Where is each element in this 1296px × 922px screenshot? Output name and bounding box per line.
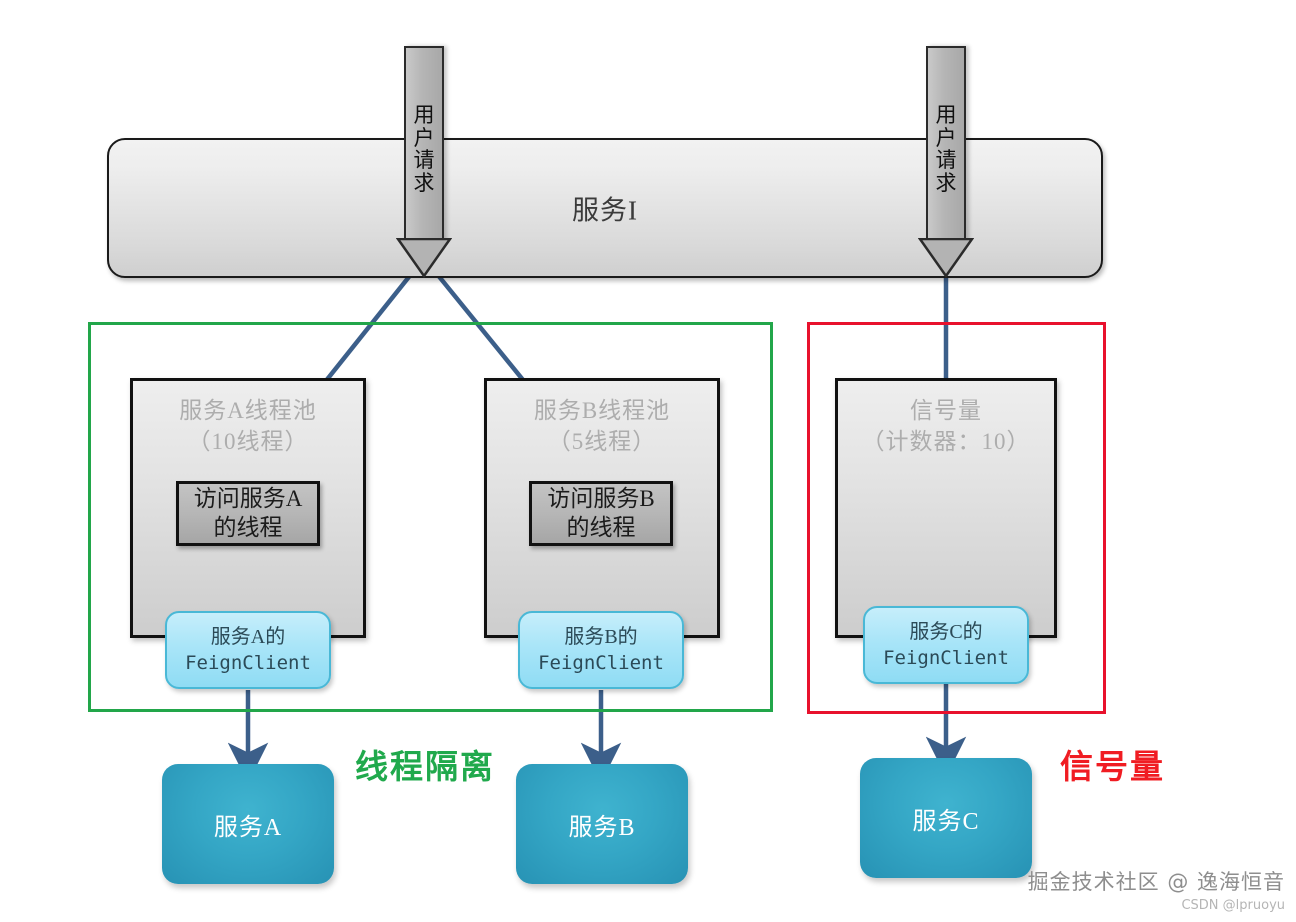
- thread-box-b-label: 访问服务B 的线程: [547, 485, 654, 541]
- thread-pool-b-title-line-0: 服务B线程池: [533, 398, 671, 423]
- right-request-arrow: 用 户 请 求: [917, 46, 975, 279]
- feign-client-c-mono: FeignClient: [883, 646, 1009, 669]
- thread-pool-b-title: 服务B线程池 （5线程）: [487, 395, 717, 457]
- feign-client-b-box: 服务B的 FeignClient: [518, 611, 684, 689]
- thread-box-b: 访问服务B 的线程: [529, 481, 673, 546]
- thread-isolation-caption: 线程隔离: [355, 747, 495, 786]
- left-arrow-char-0: 用: [413, 103, 435, 127]
- left-arrow-char-2: 请: [413, 148, 435, 173]
- service-a-label: 服务A: [213, 814, 283, 841]
- feign-client-c-cn: 服务C的: [909, 620, 983, 643]
- right-arrow-char-2: 请: [935, 148, 957, 173]
- watermark: 掘金技术社区 @ 逸海恒音 CSDN @lpruoyu: [955, 866, 1285, 913]
- thread-pool-a-title-line-0: 服务A线程池: [179, 398, 317, 423]
- feign-client-a-box: 服务A的 FeignClient: [165, 611, 331, 689]
- thread-box-b-line-0: 访问服务B: [547, 486, 655, 512]
- feign-client-a-label: 服务A的 FeignClient: [185, 624, 311, 677]
- semaphore-title-line-0: 信号量: [910, 398, 982, 423]
- watermark-main: 掘金技术社区 @ 逸海恒音: [1027, 870, 1285, 894]
- semaphore-title: 信号量 （计数器：10）: [838, 395, 1054, 457]
- thread-box-a: 访问服务A 的线程: [176, 481, 320, 546]
- service-c-label: 服务C: [912, 808, 980, 835]
- thread-isolation-group-frame: [88, 322, 773, 712]
- thread-pool-a-title: 服务A线程池 （10线程）: [133, 395, 363, 457]
- feign-client-c-label: 服务C的 FeignClient: [883, 619, 1009, 672]
- left-request-arrow-label: 用 户 请 求: [404, 104, 444, 195]
- thread-pool-a-title-line-1: （10线程）: [187, 429, 309, 455]
- right-request-arrow-shaft: [926, 46, 966, 242]
- semaphore-box: 信号量 （计数器：10）: [835, 378, 1057, 638]
- right-request-arrow-label: 用 户 请 求: [926, 104, 966, 195]
- feign-client-b-label: 服务B的 FeignClient: [538, 624, 664, 677]
- right-arrow-char-0: 用: [935, 103, 957, 127]
- left-request-arrow: 用 户 请 求: [395, 46, 453, 279]
- left-request-arrow-head: [395, 237, 453, 279]
- right-arrow-char-1: 户: [935, 125, 957, 150]
- service-b-box: 服务B: [516, 764, 688, 884]
- right-request-arrow-head: [917, 237, 975, 279]
- right-arrow-char-3: 求: [935, 171, 957, 196]
- feign-client-b-cn: 服务B的: [564, 625, 638, 648]
- service-a-box: 服务A: [162, 764, 334, 884]
- thread-box-a-line-0: 访问服务A: [193, 486, 303, 512]
- left-request-arrow-shaft: [404, 46, 444, 242]
- feign-client-a-cn: 服务A的: [210, 625, 286, 648]
- thread-box-b-line-1: 的线程: [566, 514, 636, 540]
- feign-client-b-mono: FeignClient: [538, 651, 664, 674]
- thread-box-a-label: 访问服务A 的线程: [194, 485, 303, 541]
- feign-client-c-box: 服务C的 FeignClient: [863, 606, 1029, 684]
- feign-client-a-mono: FeignClient: [185, 651, 311, 674]
- semaphore-title-line-1: （计数器：10）: [861, 429, 1031, 455]
- service-b-label: 服务B: [568, 814, 636, 841]
- left-arrow-char-1: 户: [413, 125, 435, 150]
- semaphore-group-frame: [807, 322, 1106, 714]
- left-arrow-char-3: 求: [413, 171, 435, 196]
- service-c-box: 服务C: [860, 758, 1032, 878]
- watermark-sub: CSDN @lpruoyu: [1181, 898, 1285, 913]
- thread-pool-b-title-line-1: （5线程）: [547, 429, 657, 455]
- semaphore-caption: 信号量: [1060, 747, 1165, 786]
- service-i-label: 服务I: [572, 195, 638, 226]
- thread-box-a-line-1: 的线程: [213, 514, 283, 540]
